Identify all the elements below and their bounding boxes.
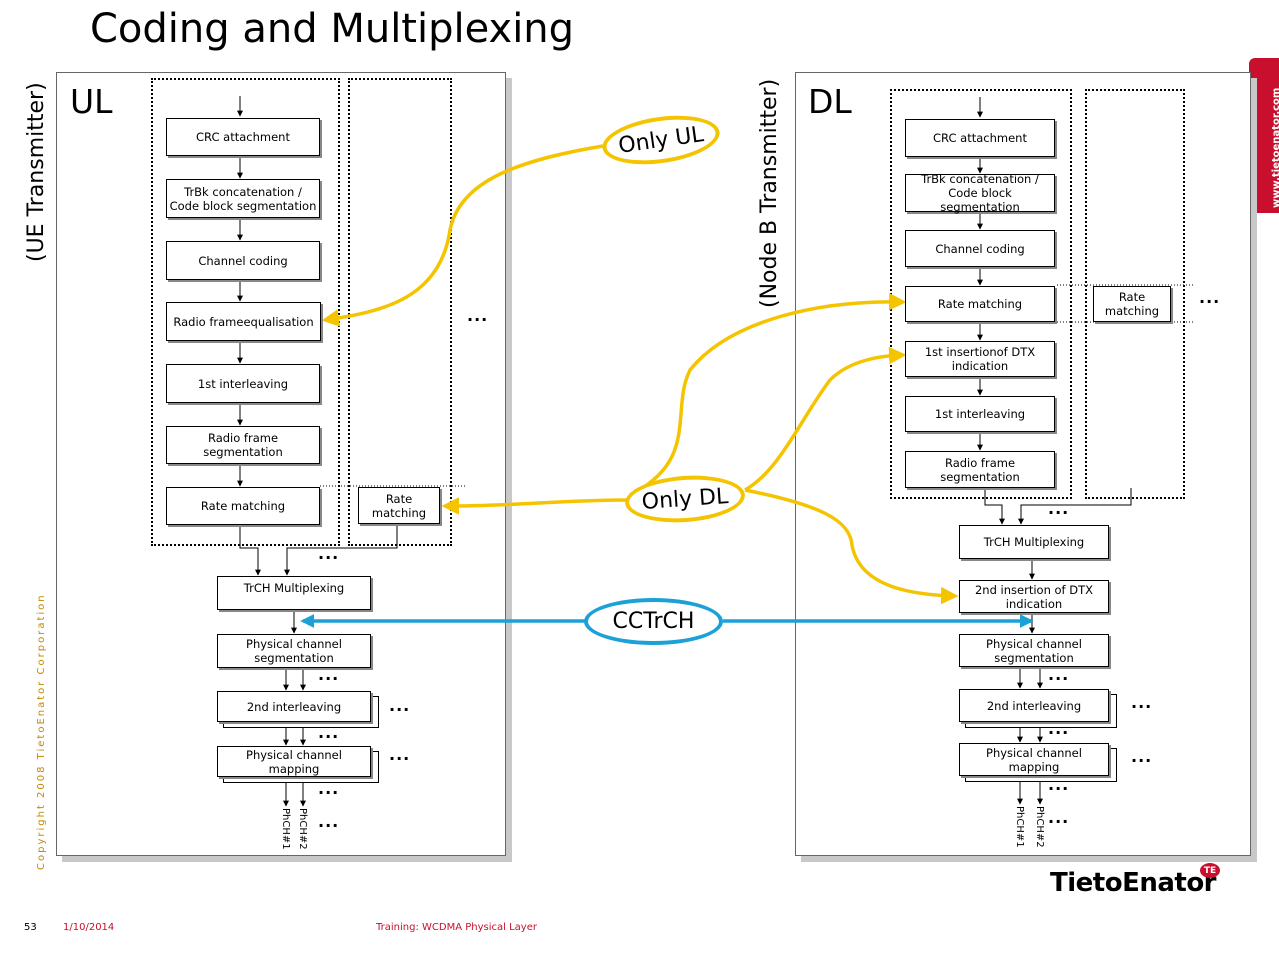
dl-rate-matching-2: Rate matching <box>1093 286 1171 322</box>
ul-phch2-label: PhCH#2 <box>297 808 308 850</box>
dl-ellipsis-2: ... <box>1048 499 1070 518</box>
ul-rate-matching: Rate matching <box>166 487 320 525</box>
ul-radio-frame-equalisation: Radio frameequalisation <box>166 302 321 341</box>
dl-first-interleaving: 1st interleaving <box>905 396 1055 432</box>
dl-phch1-label: PhCH#1 <box>1014 806 1025 848</box>
dl-second-interleaving: 2nd interleaving <box>959 689 1109 722</box>
ul-first-interleaving: 1st interleaving <box>166 364 320 403</box>
ul-phch1-label: PhCH#1 <box>280 808 291 850</box>
dl-ellipsis-1: ... <box>1199 288 1221 307</box>
dl-ellipsis-5: ... <box>1048 719 1070 738</box>
dl-label: DL <box>808 82 852 121</box>
ul-ellipsis-4: ... <box>389 696 411 715</box>
dl-first-dtx-insertion: 1st insertionof DTX indication <box>905 341 1055 377</box>
ul-trbk-concatenation: TrBk concatenation / Code block segmenta… <box>166 179 320 218</box>
footer-date: 1/10/2014 <box>63 922 115 933</box>
dl-channel-coding: Channel coding <box>905 230 1055 267</box>
dl-second-dtx-insertion: 2nd insertion of DTX indication <box>959 580 1109 613</box>
dl-rate-matching: Rate matching <box>905 286 1055 322</box>
dl-ellipsis-6: ... <box>1131 747 1153 766</box>
ul-ellipsis-1: ... <box>467 306 489 325</box>
dl-trbk-concatenation: TrBk concatenation / Code block segmenta… <box>905 172 1055 214</box>
dl-ellipsis-4: ... <box>1131 693 1153 712</box>
dl-trch-group-2 <box>1085 89 1185 499</box>
dl-radio-frame-segmentation: Radio frame segmentation <box>905 451 1055 488</box>
website-tab <box>1249 58 1279 213</box>
ul-label: UL <box>70 82 113 121</box>
dl-phch2-label: PhCH#2 <box>1034 806 1045 848</box>
ul-channel-coding: Channel coding <box>166 241 320 280</box>
cctrch-callout: CCTrCH <box>584 598 723 645</box>
dl-trch-multiplexing: TrCH Multiplexing <box>959 525 1109 559</box>
dl-physical-channel-segmentation: Physical channel segmentation <box>959 634 1109 667</box>
tietoenator-logo: TietoEnator <box>1050 868 1217 898</box>
ul-ellipsis-5: ... <box>318 723 340 742</box>
dl-ellipsis-7: ... <box>1048 775 1070 794</box>
ul-crc-attachment: CRC attachment <box>166 118 320 156</box>
dl-crc-attachment: CRC attachment <box>905 119 1055 157</box>
page-number: 53 <box>24 922 37 933</box>
ul-ellipsis-3: ... <box>318 665 340 684</box>
ul-radio-frame-segmentation: Radio frame segmentation <box>166 426 320 464</box>
page-title: Coding and Multiplexing <box>90 6 575 52</box>
logo-badge: TE <box>1200 863 1220 878</box>
ul-ellipsis-2: ... <box>318 544 340 563</box>
footer-training: Training: WCDMA Physical Layer <box>376 922 537 933</box>
ul-second-interleaving: 2nd interleaving <box>217 691 371 722</box>
dl-ellipsis-3: ... <box>1048 665 1070 684</box>
dl-physical-channel-mapping: Physical channel mapping <box>959 743 1109 776</box>
ul-rate-matching-2: Rate matching <box>358 487 440 524</box>
ul-ellipsis-8: ... <box>318 812 340 831</box>
dl-ellipsis-8: ... <box>1048 808 1070 827</box>
ul-physical-channel-mapping: Physical channel mapping <box>217 746 371 777</box>
ul-trch-group-2 <box>348 78 452 546</box>
ul-ellipsis-7: ... <box>318 779 340 798</box>
ul-trch-multiplexing: TrCH Multiplexing <box>217 576 371 610</box>
ul-ellipsis-6: ... <box>389 745 411 764</box>
ul-physical-channel-segmentation: Physical channel segmentation <box>217 634 371 668</box>
